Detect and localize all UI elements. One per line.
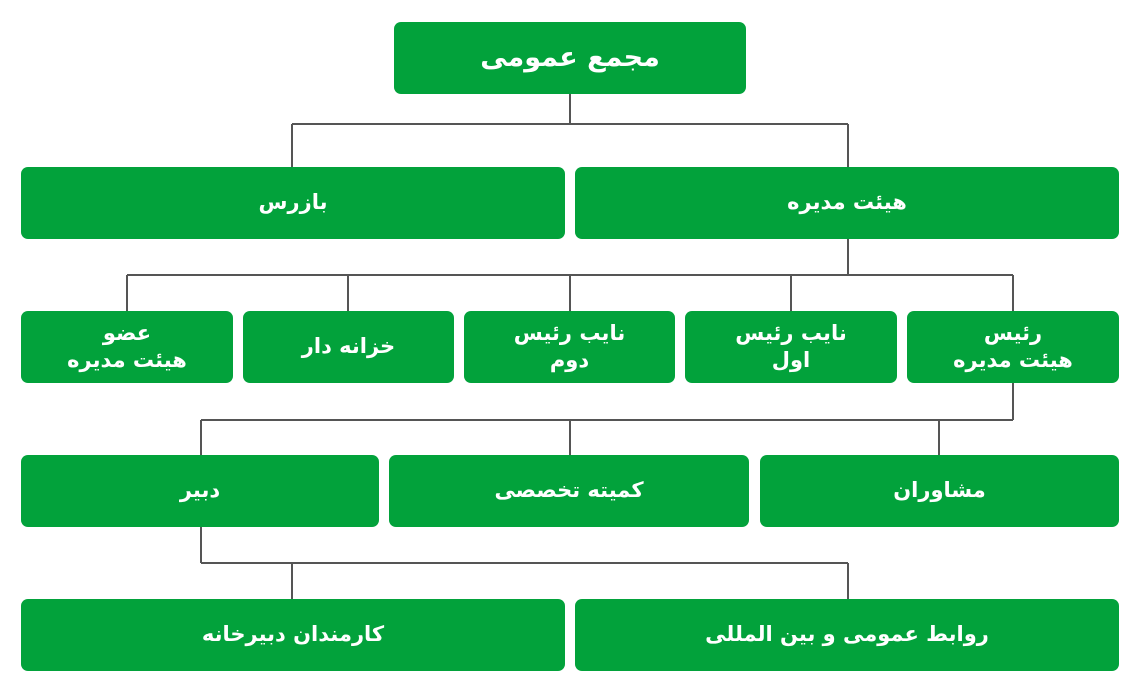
node-label-line: نایب رئیس bbox=[513, 320, 626, 345]
node-label-line: خزانه دار bbox=[301, 334, 396, 359]
node-label-line: نایب رئیس bbox=[735, 320, 847, 345]
node-secretary[interactable]: دبیر bbox=[21, 455, 379, 527]
node-chairman[interactable]: رئیس هیئت مدیره bbox=[907, 311, 1119, 383]
node-board-member[interactable]: عضو هیئت مدیره bbox=[21, 311, 233, 383]
node-label-line: اول bbox=[771, 348, 811, 372]
node-treasurer[interactable]: خزانه دار bbox=[243, 311, 454, 383]
node-specialized-committee[interactable]: کمیته تخصصی bbox=[389, 455, 749, 527]
node-label-line: مشاوران bbox=[893, 478, 986, 503]
node-label-line: عضو bbox=[102, 320, 152, 345]
node-label-line: مجمع عمومی bbox=[480, 42, 660, 74]
node-label-line: دبیر bbox=[179, 478, 221, 503]
node-advisors[interactable]: مشاوران bbox=[760, 455, 1119, 527]
node-label-line: هیئت مدیره bbox=[953, 348, 1073, 372]
node-secretariat-staff[interactable]: کارمندان دبیرخانه bbox=[21, 599, 565, 671]
node-label-line: هیئت مدیره bbox=[787, 190, 907, 215]
node-public-international-relations[interactable]: روابط عمومی و بین المللی bbox=[575, 599, 1119, 671]
node-vice-chairman-second[interactable]: نایب رئیس دوم bbox=[464, 311, 675, 383]
node-label-line: روابط عمومی و بین المللی bbox=[705, 622, 989, 647]
node-inspector[interactable]: بازرس bbox=[21, 167, 565, 239]
node-general-assembly[interactable]: مجمع عمومی bbox=[394, 22, 746, 94]
node-label-line: کارمندان دبیرخانه bbox=[201, 622, 385, 647]
node-label-line: دوم bbox=[549, 348, 590, 372]
node-label-line: بازرس bbox=[258, 190, 328, 215]
node-label-line: کمیته تخصصی bbox=[494, 478, 644, 503]
node-label-line: رئیس bbox=[983, 320, 1043, 345]
node-label-line: هیئت مدیره bbox=[67, 348, 187, 372]
node-vice-chairman-first[interactable]: نایب رئیس اول bbox=[685, 311, 897, 383]
node-board[interactable]: هیئت مدیره bbox=[575, 167, 1119, 239]
